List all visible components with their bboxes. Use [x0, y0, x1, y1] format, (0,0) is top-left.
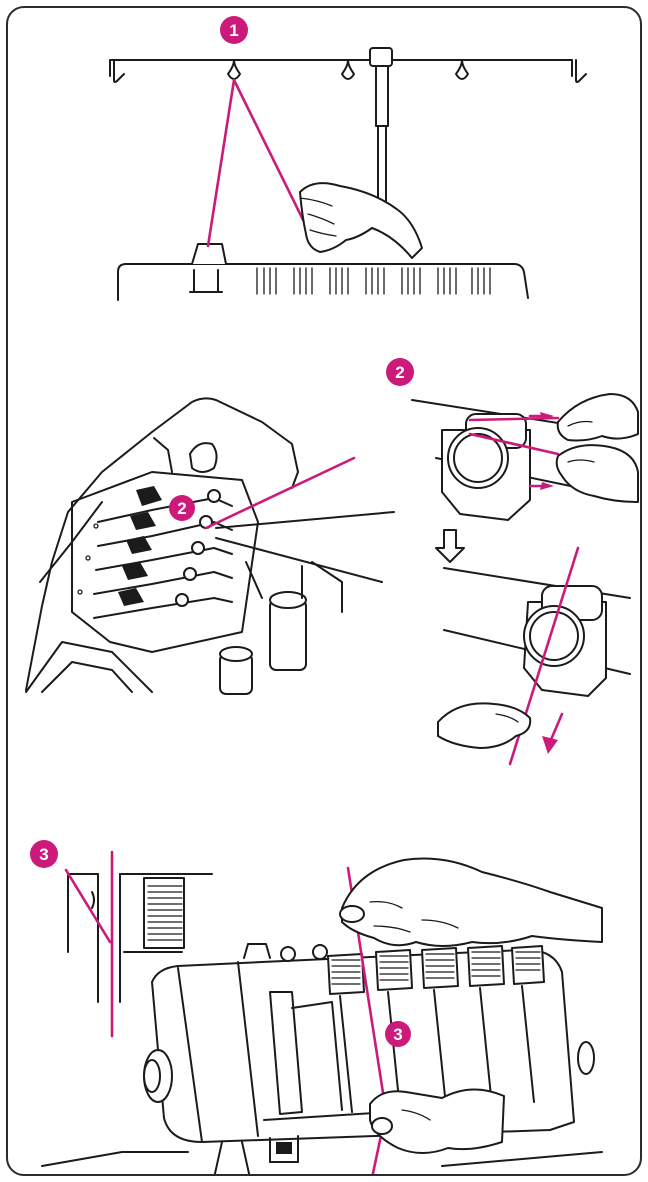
- thread-guide-bar: [110, 48, 586, 82]
- step-2-top-label: 2: [395, 363, 404, 382]
- hand-3b: [370, 1089, 504, 1153]
- section-3-machine: 3: [42, 859, 602, 1177]
- hand-1: [300, 183, 422, 258]
- stand-pole: [376, 66, 388, 216]
- hand-3a: [340, 859, 602, 947]
- thread-path-1: [208, 80, 234, 246]
- section-1-thread-stand: 1: [110, 16, 586, 300]
- right-knob: [578, 1042, 594, 1074]
- step-3-machine-label: 3: [393, 1025, 402, 1044]
- tension-dials-1: [257, 268, 490, 294]
- spools-2: [220, 562, 342, 694]
- down-arrow: [436, 530, 464, 562]
- step-3-machine-marker: 3: [385, 1021, 411, 1047]
- step-1-label: 1: [229, 21, 238, 40]
- section-2-detail: 2: [386, 358, 638, 764]
- step-3-detail-label: 3: [39, 845, 48, 864]
- illustration-frame: 1: [6, 6, 642, 1176]
- left-knob: [144, 1050, 172, 1102]
- step-3-detail-marker: 3: [30, 840, 58, 868]
- step-2-top-marker: 2: [386, 358, 414, 386]
- tension-discs-2: [94, 486, 232, 618]
- step-1-marker: 1: [220, 16, 248, 44]
- section-2-machine: 2: [26, 398, 394, 694]
- step-2-machine-label: 2: [177, 499, 186, 518]
- step-2-machine-marker: 2: [169, 495, 195, 521]
- threading-illustration: 1: [8, 8, 642, 1176]
